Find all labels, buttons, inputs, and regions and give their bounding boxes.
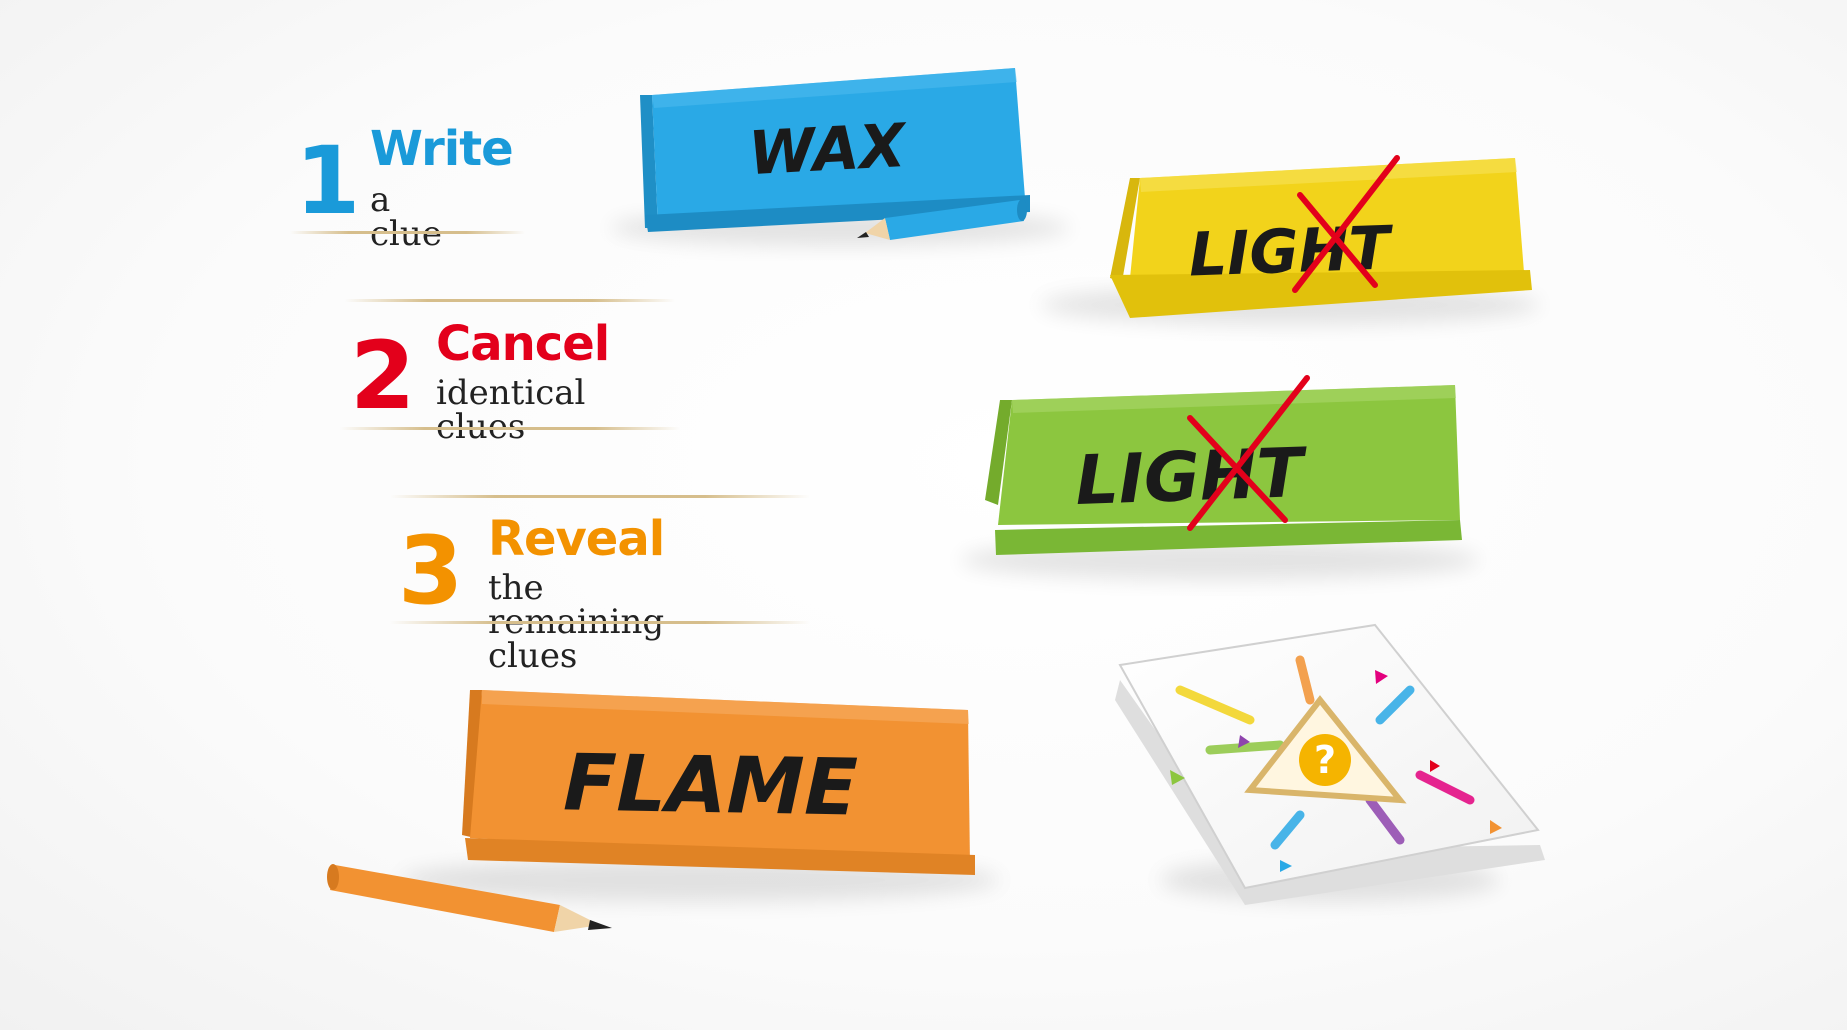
clue-stand-wax: WAX: [610, 68, 1070, 246]
clue-stand-flame: FLAME: [400, 690, 1000, 902]
card-deck: ?: [1115, 623, 1545, 905]
clue-stand-light-yellow: LIGHT: [1040, 155, 1540, 325]
rays-icon: [1175, 655, 1475, 850]
orange-pencil-icon: [327, 864, 612, 932]
blue-pencil-icon: [857, 199, 1027, 240]
confetti-icon: [1170, 670, 1502, 872]
step-3-overline: [390, 495, 810, 498]
cancel-cross-icon: [1187, 375, 1310, 531]
cancel-cross-icon: [1292, 155, 1400, 293]
step-3-title: Reveal: [488, 511, 665, 567]
step-3-underline: [390, 621, 810, 624]
clue-card-face: [470, 690, 970, 865]
clue-word-flame: FLAME: [563, 738, 859, 833]
clue-word-wax: WAX: [747, 111, 910, 189]
step-2-overline: [345, 299, 675, 302]
step-1-title: Write: [370, 121, 514, 177]
step-1-number: 1: [295, 127, 361, 236]
step-2-number: 2: [350, 322, 416, 431]
step-2-title: Cancel: [436, 316, 610, 372]
step-1-underline: [290, 231, 525, 234]
question-mark-icon: ?: [1314, 738, 1336, 782]
clue-stand-light-green: LIGHT: [960, 375, 1480, 580]
clue-word-light-1: LIGHT: [1188, 213, 1395, 290]
step-3-number: 3: [398, 517, 464, 626]
step-2-underline: [340, 427, 680, 430]
clue-card-face: [998, 385, 1460, 525]
step-1-subtitle: a clue: [370, 180, 442, 254]
clue-card-face: [652, 68, 1025, 228]
